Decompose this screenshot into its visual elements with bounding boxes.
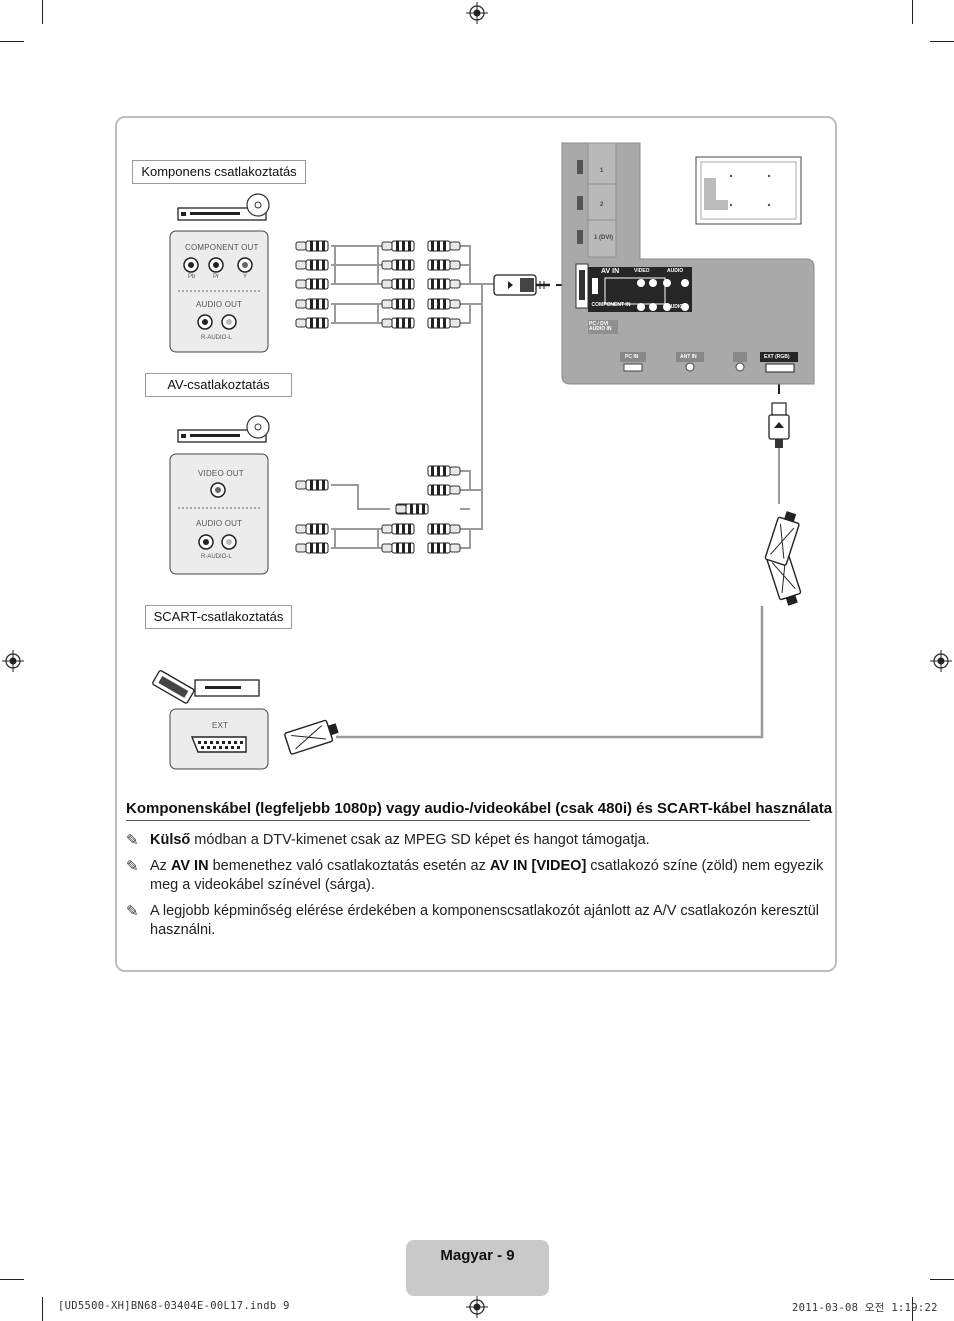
video-label: VIDEO (634, 268, 650, 274)
hdmi-slot-label: 1 (DVI) (594, 235, 614, 241)
scart-adapter-icon (768, 402, 790, 448)
pencil-note-icon: ✎ (126, 832, 139, 849)
ext-port-label: EXT (212, 721, 229, 730)
av-in-label: AV IN (601, 268, 620, 275)
audio-label: AUDIO (667, 304, 684, 310)
crop-mark (930, 41, 954, 42)
crop-mark (0, 1279, 24, 1280)
hdmi-slot-label: 2 (600, 202, 604, 208)
r-audio-l-label: R-AUDIO-L (201, 335, 232, 341)
y-label: Y (243, 274, 248, 280)
section-heading: Komponenskábel (legfeljebb 1080p) vagy a… (126, 800, 832, 821)
date-imprint: 2011-03-08 오전 1:19:22 (792, 1302, 938, 1314)
crop-mark (0, 41, 24, 42)
crop-mark (912, 1297, 913, 1321)
pc-in-label: PC IN (625, 354, 639, 360)
scart-cable (284, 376, 802, 755)
r-audio-l-label: R-AUDIO-L (201, 554, 232, 560)
section-label-component: Komponens csatlakoztatás (132, 160, 306, 184)
registration-mark-icon (466, 2, 488, 24)
component-in-label: COMPONENT IN (591, 302, 631, 308)
audio-out-label: AUDIO OUT (196, 519, 243, 528)
section-label-scart: SCART-csatlakoztatás (145, 605, 292, 629)
pb-label: Pb (188, 274, 196, 280)
file-imprint: [UD5500-XH]BN68-03404E-00L17.indb 9 (58, 1300, 290, 1312)
note-text: A legjobb képminőség elérése érdekében a… (150, 903, 820, 938)
registration-mark-icon (2, 650, 24, 672)
note-text: Külső módban a DTV-kimenet csak az MPEG … (150, 832, 650, 848)
crop-mark (42, 1297, 43, 1321)
note-item: ✎ A legjobb képminőség elérése érdekében… (126, 902, 828, 940)
dvd-player-icon (177, 415, 270, 443)
page-number-tab: Magyar - 9 (406, 1240, 549, 1296)
ext-rgb-label: EXT (RGB) (764, 354, 790, 360)
dvd-player-icon (177, 193, 270, 221)
crop-mark (912, 0, 913, 24)
pr-label: Pr (213, 274, 219, 280)
connection-diagram (152, 142, 815, 770)
registration-mark-icon (930, 650, 952, 672)
audio-out-label: AUDIO OUT (196, 300, 243, 309)
scart-port-icon (190, 736, 247, 753)
video-out-label: VIDEO OUT (198, 469, 244, 478)
pc-dvi-audio-in-label: PC / DVI AUDIO IN (589, 321, 612, 332)
av-adapter-jack-icon (482, 274, 573, 296)
crop-mark (42, 0, 43, 24)
tv-rear-panel (561, 142, 815, 385)
rca-jack-icon (198, 482, 237, 550)
audio-label: AUDIO (667, 268, 684, 274)
registration-mark-icon (466, 1296, 488, 1318)
pencil-note-icon: ✎ (126, 858, 139, 875)
rca-jack-icon (183, 257, 253, 330)
crop-mark (930, 1279, 954, 1280)
component-out-label: COMPONENT OUT (185, 243, 259, 252)
note-item: ✎ Az AV IN bemenethez való csatlakoztatá… (126, 857, 828, 895)
note-text: Az AV IN bemenethez való csatlakoztatás … (150, 858, 824, 893)
pencil-note-icon: ✎ (126, 903, 139, 920)
ant-in-label: ANT IN (680, 354, 697, 360)
note-item: ✎ Külső módban a DTV-kimenet csak az MPE… (126, 831, 828, 850)
av-cables (331, 284, 483, 549)
vcr-player-icon (152, 670, 260, 704)
section-label-av: AV-csatlakoztatás (145, 373, 292, 397)
hdmi-slot-label: 1 (600, 168, 604, 174)
